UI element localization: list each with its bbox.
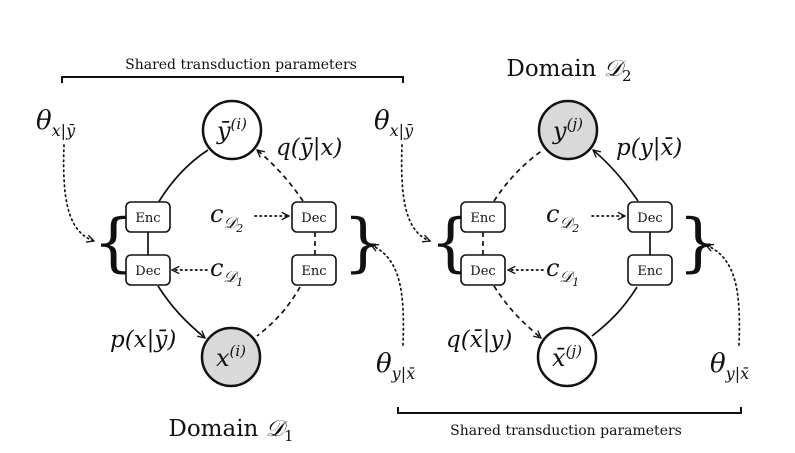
box-enc-right-bottom-2-label: Enc <box>637 264 662 279</box>
node-x-i <box>200 326 262 388</box>
box-dec-right-top-label: Dec <box>301 211 326 226</box>
context-c-d1-right: c𝒟1 <box>546 254 579 289</box>
box-enc-right-bottom-label: Enc <box>301 264 326 279</box>
box-dec-right-top-2-label: Dec <box>637 211 662 226</box>
node-ybar-i-label: ȳ(i) <box>216 115 247 145</box>
edge-dec-to-x <box>157 285 205 338</box>
domain-d1-title: Domain 𝒟1 <box>168 416 293 445</box>
dotted-arrow-theta-left-bottom <box>371 245 405 346</box>
edge-enc-to-ybar <box>157 149 209 204</box>
edge-enc-to-y <box>493 149 544 202</box>
theta-y-given-xbar-left: θy|x̄ <box>376 349 415 383</box>
edge-xbar-to-enc <box>591 286 638 337</box>
top-shared-label: Shared transduction parameters <box>125 57 357 73</box>
box-enc-left-top-2 <box>460 201 506 233</box>
box-enc-right-bottom-2 <box>627 254 673 286</box>
right-brace-2: } <box>678 206 719 280</box>
box-dec-left-bottom-2 <box>460 254 506 286</box>
top-shared-bracket: Shared transduction parameters <box>61 57 404 83</box>
node-xbar-j-label: x̄(j) <box>552 342 582 372</box>
edge-dec-to-xbar <box>493 285 541 338</box>
bottom-shared-label: Shared transduction parameters <box>450 423 682 439</box>
box-dec-right-top-2 <box>627 201 673 233</box>
node-y-j <box>537 99 599 161</box>
box-enc-left-top-2-label: Enc <box>470 211 495 226</box>
dist-p-x-given-ybar: p(x|ȳ) <box>110 327 176 353</box>
edge-x-to-enc <box>256 286 301 337</box>
theta-x-given-ybar-right: θx|ȳ <box>374 106 414 140</box>
right-brace-1: } <box>343 206 384 280</box>
theta-x-given-ybar-left: θx|ȳ <box>36 106 76 140</box>
context-c-d2-right: c𝒟2 <box>546 200 579 235</box>
box-dec-right-top <box>291 201 337 233</box>
node-x-i-label: x(i) <box>216 342 246 372</box>
dotted-arrow-theta-right-top <box>400 144 430 241</box>
box-enc-left-top <box>125 201 171 233</box>
dist-q-xbar-given-y: q(x̄|y) <box>446 327 512 353</box>
domain-d2-title: Domain 𝒟2 <box>506 56 631 85</box>
theta-y-given-xbar-right: θy|x̄ <box>710 349 749 383</box>
context-c-d2-left: c𝒟2 <box>210 200 243 235</box>
box-dec-left-bottom-2-label: Dec <box>470 264 495 279</box>
dist-p-y-given-xbar: p(y|x̄) <box>616 135 682 161</box>
edge-dec-to-y <box>593 150 639 202</box>
node-xbar-j <box>536 326 598 388</box>
left-panel: ȳ(i) x(i) Enc Dec Dec Enc c𝒟2 c𝒟1 q(ȳ|x)… <box>110 99 342 388</box>
node-ybar-i <box>201 99 263 161</box>
box-enc-right-bottom <box>291 254 337 286</box>
node-y-j-label: y(j) <box>552 115 583 145</box>
dotted-arrow-theta-left-top <box>62 144 94 241</box>
dist-q-ybar-given-x: q(ȳ|x) <box>276 135 342 161</box>
box-enc-left-top-label: Enc <box>135 211 160 226</box>
box-dec-left-bottom <box>125 254 171 286</box>
right-panel: y(j) x̄(j) Enc Dec Dec Enc c𝒟2 c𝒟1 p(y|x… <box>446 99 682 388</box>
bottom-shared-bracket: Shared transduction parameters <box>397 407 742 439</box>
dotted-arrow-theta-right-bottom <box>706 245 741 346</box>
box-dec-left-bottom-label: Dec <box>135 264 160 279</box>
context-c-d1-left: c𝒟1 <box>210 254 243 289</box>
